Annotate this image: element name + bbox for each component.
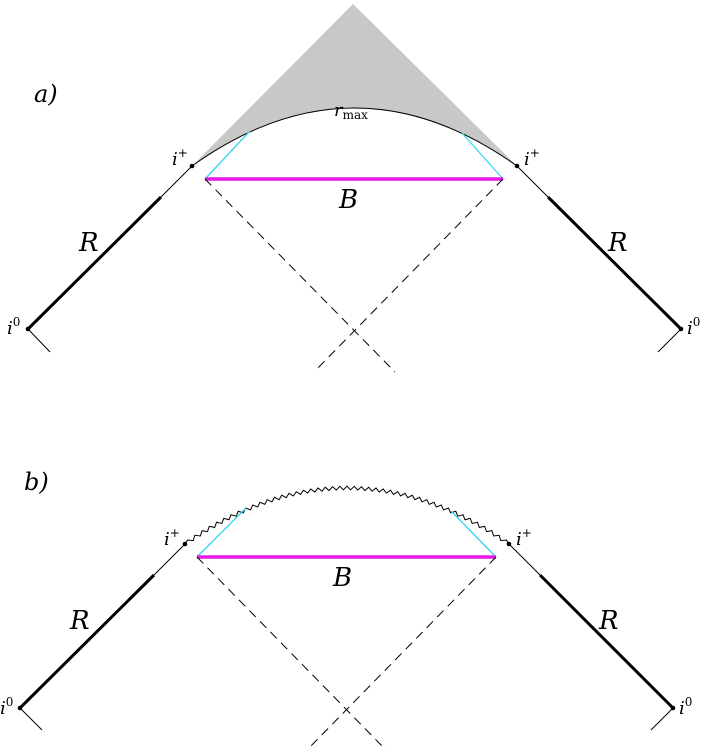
left-spatial-infinity-point <box>17 705 23 711</box>
right-i0-label: i0 <box>687 315 700 339</box>
right-spatial-infinity-point <box>670 705 676 711</box>
right-spatial-infinity-point <box>678 326 684 332</box>
left-boundary-tail <box>27 328 51 353</box>
left-light-ray <box>196 507 247 558</box>
left-i0-label: i0 <box>0 695 13 719</box>
right-i0-label: i0 <box>679 695 692 719</box>
right-i-plus-label: i+ <box>516 526 532 550</box>
panel-b: b) B R R i+ i+ i0 i0 <box>0 468 692 751</box>
right-light-ray <box>461 132 504 180</box>
right-boundary-thin <box>516 165 549 198</box>
right-i-plus-label: i+ <box>524 146 540 170</box>
dashed-horizon-left <box>204 178 396 373</box>
left-spatial-infinity-point <box>25 326 31 332</box>
dashed-horizon-right <box>313 178 504 373</box>
right-region-R <box>538 573 675 710</box>
right-future-infinity-point <box>506 541 512 547</box>
panel-a: a) rmax B R R i+ i+ i0 i0 <box>7 4 700 373</box>
left-future-infinity-point <box>189 163 195 169</box>
bulk-label: B <box>338 185 358 215</box>
dashed-horizon-right <box>306 556 497 751</box>
left-i0-label: i0 <box>7 315 20 339</box>
right-boundary-tail <box>650 707 674 731</box>
right-future-infinity-point <box>514 163 520 169</box>
left-region-R <box>18 573 156 710</box>
left-boundary-tail <box>19 707 43 731</box>
shaded-region <box>192 4 517 166</box>
left-R-label: R <box>78 228 99 258</box>
left-boundary-thin <box>153 543 186 576</box>
left-region-R <box>26 195 163 331</box>
left-i-plus-label: i+ <box>172 146 188 170</box>
right-region-R <box>546 195 683 331</box>
right-boundary-tail <box>657 328 682 353</box>
bulk-label: B <box>332 563 352 593</box>
right-light-ray <box>450 510 497 558</box>
left-future-infinity-point <box>182 541 188 547</box>
left-boundary-thin <box>160 165 193 198</box>
panel-b-label: b) <box>24 468 49 496</box>
left-i-plus-label: i+ <box>164 526 180 550</box>
right-boundary-thin <box>508 543 541 576</box>
rmax-curve <box>191 107 518 167</box>
right-R-label: R <box>607 228 628 258</box>
right-R-label: R <box>598 606 619 636</box>
panel-a-label: a) <box>34 80 58 108</box>
rmax-label: rmax <box>334 100 368 122</box>
left-light-ray <box>204 130 251 180</box>
singularity-curve <box>184 485 510 545</box>
dashed-horizon-left <box>196 556 387 751</box>
left-R-label: R <box>69 606 90 636</box>
